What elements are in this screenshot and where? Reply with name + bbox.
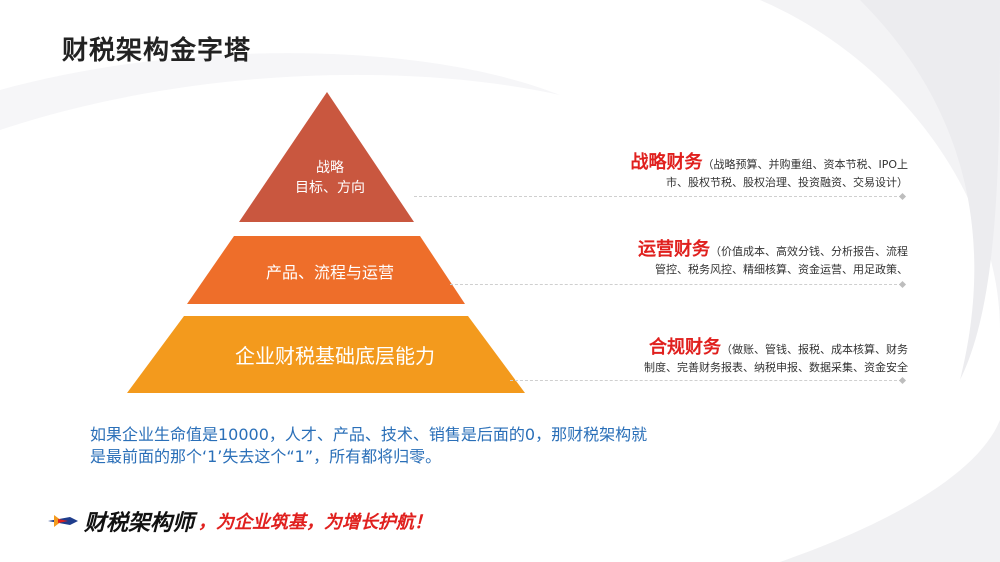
desc-title: 运营财务	[638, 239, 710, 260]
connector-line-foundation	[510, 380, 902, 381]
tier-label-strategy-line1: 战略	[316, 160, 344, 176]
tier-label-foundation: 企业财税基础底层能力	[235, 344, 435, 368]
desc-compliance-finance: 合规财务（做账、管钱、报税、成本核算、财务 制度、完善财务报表、纳税申报、数据采…	[578, 333, 908, 376]
quote-line2: 是最前面的那个‘1’失去这个“1”，所有都将归零。	[90, 447, 442, 466]
brand-mark-icon	[48, 515, 78, 527]
desc-strategy-finance: 战略财务（战略预算、并购重组、资本节税、IPO上 市、股权节税、股权治理、投资融…	[578, 148, 908, 191]
page-title: 财税架构金字塔	[62, 36, 252, 66]
pyramid-tier-operations	[187, 236, 465, 304]
desc-line2: 市、股权节税、股权治理、投资融资、交易设计）	[666, 176, 908, 189]
desc-line2: 制度、完善财务报表、纳税申报、数据采集、资金安全	[644, 361, 908, 374]
pyramid-tier-strategy	[239, 92, 414, 222]
desc-line1: （战略预算、并购重组、资本节税、IPO上	[702, 158, 908, 171]
desc-line1: （价值成本、高效分钱、分析报告、流程	[710, 245, 908, 258]
desc-line2: 管控、税务风控、精细核算、资金运营、用足政策、	[655, 263, 908, 276]
footer-brand: 财税架构师	[84, 511, 195, 536]
footer-slogan: ，为企业筑基，为增长护航！	[198, 512, 433, 533]
footer-slogan-bar: 财税架构师 ，为企业筑基，为增长护航！	[48, 505, 432, 537]
tier-label-strategy-line2: 目标、方向	[295, 180, 365, 196]
quote-line1: 如果企业生命值是10000，人才、产品、技术、销售是后面的0，那财税架构就	[90, 425, 648, 444]
pyramid-tier-foundation	[127, 316, 525, 393]
desc-line1: （做账、管钱、报税、成本核算、财务	[721, 343, 908, 356]
tier-label-operations: 产品、流程与运营	[265, 263, 394, 282]
connector-line-operations	[450, 284, 902, 285]
desc-operations-finance: 运营财务（价值成本、高效分钱、分析报告、流程 管控、税务风控、精细核算、资金运营…	[578, 235, 908, 278]
quote-text: 如果企业生命值是10000，人才、产品、技术、销售是后面的0，那财税架构就 是最…	[90, 424, 780, 468]
tier-label-strategy: 战略 目标、方向	[270, 158, 390, 198]
connector-line-strategy	[414, 196, 902, 197]
desc-title: 合规财务	[649, 337, 721, 358]
desc-title: 战略财务	[630, 152, 703, 173]
